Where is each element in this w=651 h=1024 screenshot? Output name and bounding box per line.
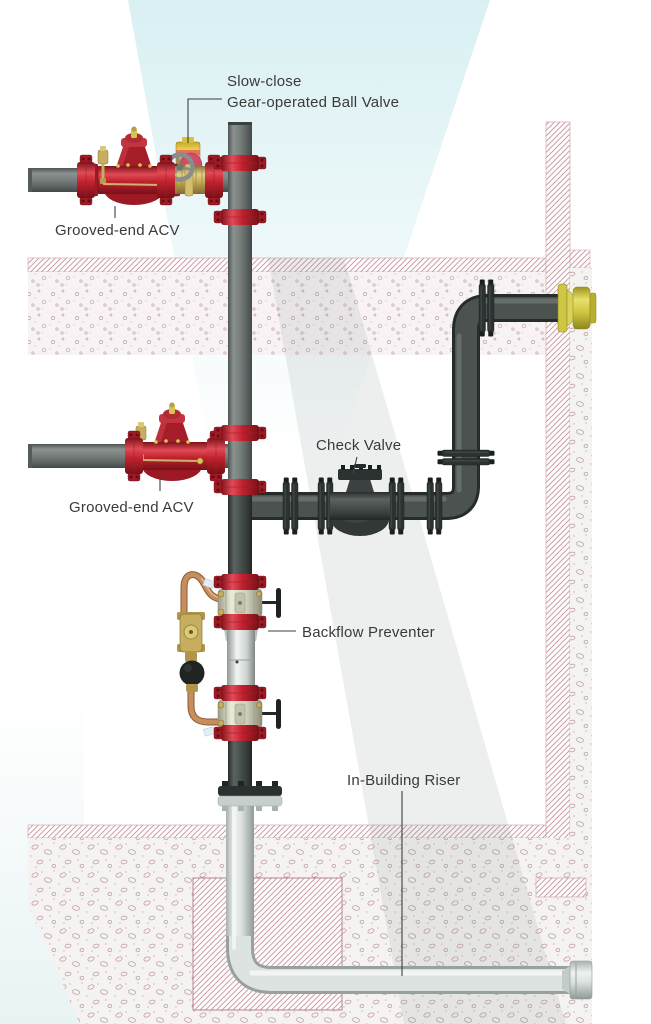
bypass-meter [177, 612, 205, 653]
backflow-preventer [177, 571, 282, 742]
main-riser-upper [228, 122, 252, 522]
spool-body [224, 629, 258, 687]
label-acv-mid: Grooved-end ACV [69, 499, 194, 516]
copper-bypass [177, 571, 229, 737]
exterior-wall [545, 121, 592, 1024]
in-building-riser-pipe [226, 800, 593, 1000]
label-acv-top: Grooved-end ACV [55, 222, 180, 239]
check-valve [330, 464, 390, 536]
wall-footing [535, 877, 587, 898]
light-beam-overlay [268, 258, 566, 1024]
riser-flange [217, 781, 283, 811]
detector-ball [179, 660, 205, 686]
inspection-tag [202, 578, 216, 589]
leader-ball-valve [187, 98, 222, 143]
label-in-building-riser: In-Building Riser [347, 772, 461, 789]
label-backflow-preventer: Backflow Preventer [302, 624, 435, 641]
wall-stipple-column [570, 268, 592, 1024]
label-check-valve: Check Valve [316, 437, 402, 454]
label-ball-valve-line2: Gear-operated Ball Valve [227, 94, 400, 111]
label-ball-valve: Slow-close Gear-operated Ball Valve [227, 71, 399, 113]
wall-penetration-fitting [557, 283, 597, 333]
leader-check-valve [352, 456, 358, 475]
leader-lines [114, 98, 403, 976]
label-ball-valve-line1: Slow-close [227, 73, 302, 90]
riser-end-coupling [562, 960, 593, 1000]
